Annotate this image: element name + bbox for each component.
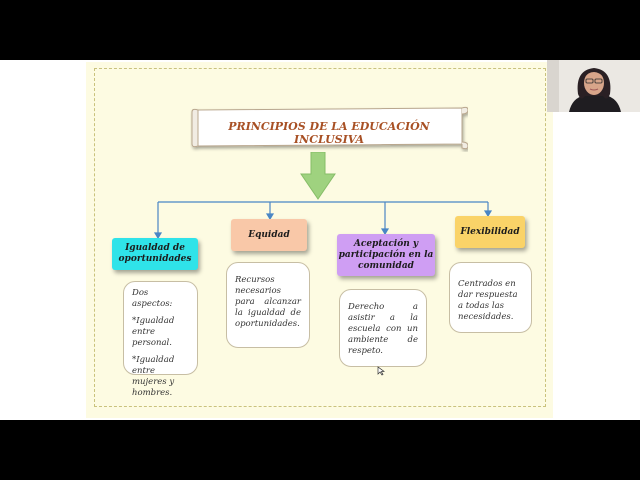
principle-igualdad-de-oportunidades: Igualdad de oportunidades xyxy=(112,238,198,270)
description-line: Dos aspectos: xyxy=(132,288,173,309)
letterbox-bottom xyxy=(0,420,640,480)
principle-label: Flexibilidad xyxy=(460,226,520,237)
webcam-video-feed[interactable] xyxy=(547,60,640,112)
title-scroll-banner: PRINCIPIOS DE LA EDUCACIÓN INCLUSIVA xyxy=(190,104,468,152)
description-equidad: Recursos necesarios para alcanzar la igu… xyxy=(226,262,310,348)
description-flexibilidad: Centrados en dar respuesta a todas las n… xyxy=(449,262,532,333)
principle-aceptacion-y-participacion: Aceptación y participación en la comunid… xyxy=(337,234,435,276)
scroll-shape xyxy=(191,106,468,150)
description-line: Centrados en dar respuesta a todas las n… xyxy=(458,279,518,322)
principle-label: Equidad xyxy=(248,229,290,240)
down-arrow-icon xyxy=(300,152,336,200)
principle-label: Igualdad de oportunidades xyxy=(118,243,192,264)
principle-equidad: Equidad xyxy=(231,219,307,251)
description-igualdad: Dos aspectos: *Igualdad entre personal. … xyxy=(123,281,198,398)
description-line: *Igualdad entre mujeres y hombres. xyxy=(132,355,175,398)
slide-title: PRINCIPIOS DE LA EDUCACIÓN INCLUSIVA xyxy=(228,120,430,146)
letterbox-top xyxy=(0,0,640,60)
principle-label: Aceptación y participación en la comunid… xyxy=(338,238,434,271)
presenter-image xyxy=(547,60,640,112)
description-line: Derecho a asistir a la escuela con un am… xyxy=(348,302,418,356)
principle-flexibilidad: Flexibilidad xyxy=(455,216,525,248)
slide-dashed-border xyxy=(94,68,546,407)
description-line: *Igualdad entre personal. xyxy=(132,316,175,348)
description-line: Recursos necesarios para alcanzar la igu… xyxy=(235,275,301,329)
mouse-cursor-icon xyxy=(377,366,385,376)
description-aceptacion: Derecho a asistir a la escuela con un am… xyxy=(339,289,427,367)
